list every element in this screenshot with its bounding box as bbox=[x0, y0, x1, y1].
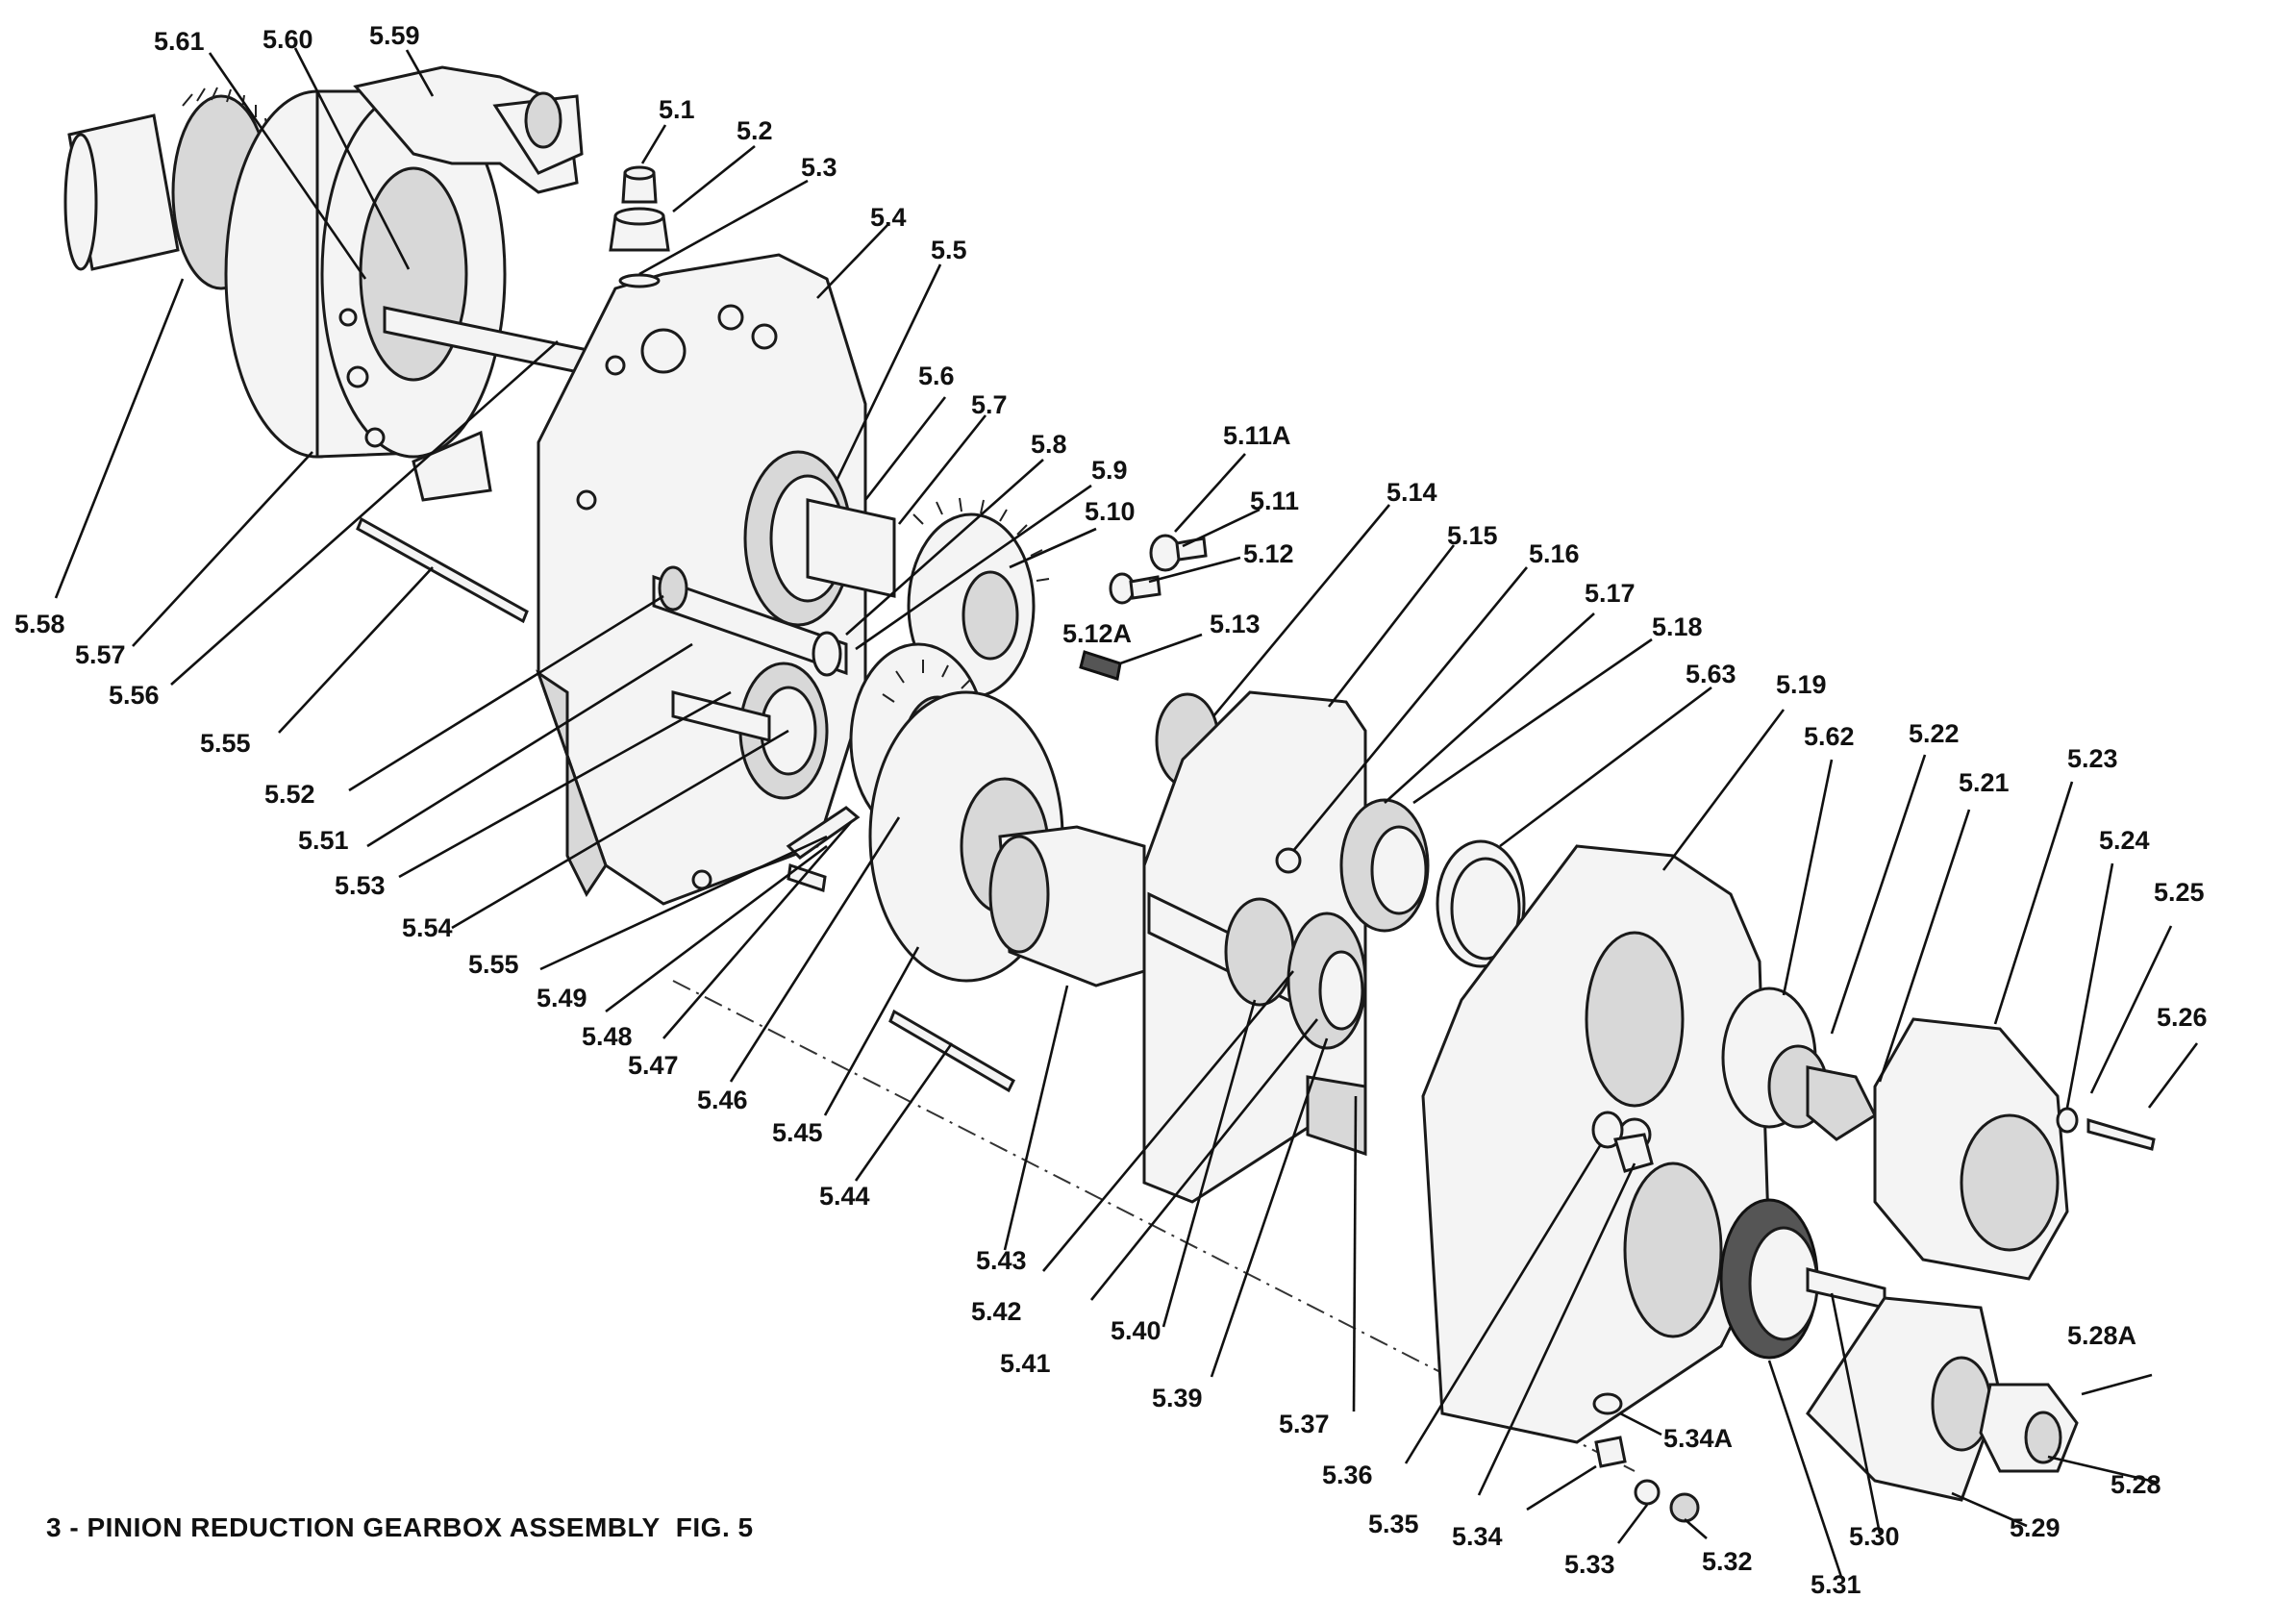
callout-5-12: 5.12 bbox=[1243, 539, 1294, 568]
callout-5-61: 5.61 bbox=[154, 27, 205, 56]
callout-5-55-lower: 5.55 bbox=[468, 950, 519, 979]
callout-5-16: 5.16 bbox=[1529, 539, 1580, 568]
filler-plug-stack-part bbox=[609, 165, 670, 288]
output-end-cap-part bbox=[1806, 1296, 2079, 1502]
drain-plug-parts bbox=[1592, 1392, 1700, 1523]
callout-5-35: 5.35 bbox=[1368, 1510, 1419, 1538]
callout-5-43: 5.43 bbox=[976, 1246, 1027, 1275]
callout-5-21: 5.21 bbox=[1959, 768, 2010, 797]
callout-5-11: 5.11 bbox=[1250, 487, 1299, 515]
lay-shaft-part bbox=[652, 565, 848, 677]
callout-5-36: 5.36 bbox=[1322, 1461, 1373, 1489]
callout-5-17: 5.17 bbox=[1585, 579, 1636, 608]
callout-5-34A: 5.34A bbox=[1663, 1424, 1733, 1453]
callout-5-31: 5.31 bbox=[1811, 1570, 1861, 1599]
callout-5-48: 5.48 bbox=[582, 1022, 633, 1051]
callout-labels: 5.61 5.60 5.59 5.1 5.2 5.3 5.4 5.5 5.6 5… bbox=[14, 21, 2208, 1599]
callout-5-9: 5.9 bbox=[1091, 456, 1128, 485]
callout-5-18: 5.18 bbox=[1652, 612, 1703, 641]
callout-5-2: 5.2 bbox=[737, 116, 773, 145]
callout-5-12A: 5.12A bbox=[1062, 619, 1132, 648]
upper-bracket-part bbox=[353, 65, 584, 502]
callout-5-28A: 5.28A bbox=[2067, 1321, 2136, 1350]
callout-5-5: 5.5 bbox=[931, 236, 967, 264]
output-seal-part bbox=[1719, 1198, 1886, 1360]
callout-5-32: 5.32 bbox=[1702, 1547, 1753, 1576]
callout-5-33: 5.33 bbox=[1564, 1550, 1615, 1579]
callout-5-10: 5.10 bbox=[1085, 497, 1136, 526]
callout-5-8: 5.8 bbox=[1031, 430, 1067, 459]
callout-5-14: 5.14 bbox=[1386, 478, 1437, 507]
upper-bearing-part bbox=[743, 450, 896, 627]
callout-5-3: 5.3 bbox=[801, 153, 837, 182]
callout-5-7: 5.7 bbox=[971, 390, 1008, 419]
callout-5-54: 5.54 bbox=[402, 913, 453, 942]
cap-washer-part bbox=[2056, 1107, 2079, 1134]
callout-5-56: 5.56 bbox=[109, 681, 160, 710]
callout-5-59: 5.59 bbox=[369, 21, 420, 50]
illustration bbox=[63, 65, 2156, 1523]
callout-5-53: 5.53 bbox=[335, 871, 386, 900]
callout-5-57: 5.57 bbox=[75, 640, 126, 669]
callout-5-37: 5.37 bbox=[1279, 1410, 1330, 1438]
callout-5-49: 5.49 bbox=[537, 984, 587, 1012]
bearing-rings-part bbox=[1275, 798, 1526, 968]
callout-5-51: 5.51 bbox=[298, 826, 349, 855]
callout-5-34: 5.34 bbox=[1452, 1522, 1503, 1551]
stud-upper-part bbox=[356, 516, 529, 624]
output-hub-part bbox=[988, 825, 1146, 987]
callout-5-25: 5.25 bbox=[2154, 878, 2205, 907]
small-fittings-part bbox=[1079, 534, 1208, 681]
callout-5-40: 5.40 bbox=[1111, 1316, 1161, 1345]
callout-5-63: 5.63 bbox=[1686, 660, 1736, 688]
callout-5-11A: 5.11A bbox=[1223, 421, 1291, 450]
callout-5-24: 5.24 bbox=[2099, 826, 2150, 855]
callout-5-23: 5.23 bbox=[2067, 744, 2118, 773]
callout-5-19: 5.19 bbox=[1776, 670, 1827, 699]
callout-5-15: 5.15 bbox=[1447, 521, 1498, 550]
case-nut-part bbox=[1591, 1111, 1654, 1173]
callout-5-62: 5.62 bbox=[1804, 722, 1855, 751]
callout-5-39: 5.39 bbox=[1152, 1384, 1203, 1412]
leader-lines bbox=[54, 47, 2199, 1578]
rear-cap-part bbox=[1873, 1017, 2069, 1281]
callout-5-52: 5.52 bbox=[264, 780, 315, 809]
callout-5-30: 5.30 bbox=[1849, 1522, 1900, 1551]
callout-5-46: 5.46 bbox=[697, 1086, 748, 1114]
callout-5-47: 5.47 bbox=[628, 1051, 679, 1080]
callout-5-22: 5.22 bbox=[1909, 719, 1960, 748]
callout-5-55-upper: 5.55 bbox=[200, 729, 251, 758]
callout-5-45: 5.45 bbox=[772, 1118, 823, 1147]
callout-5-28: 5.28 bbox=[2111, 1470, 2161, 1499]
callout-5-1: 5.1 bbox=[659, 95, 695, 124]
cap-bolt-part bbox=[2086, 1117, 2156, 1151]
callout-5-42: 5.42 bbox=[971, 1297, 1022, 1326]
figure-caption: 3 - PINION REDUCTION GEARBOX ASSEMBLY FI… bbox=[46, 1512, 754, 1542]
callout-5-60: 5.60 bbox=[262, 25, 313, 54]
shaft-bearings-part bbox=[1147, 891, 1367, 1157]
callout-5-4: 5.4 bbox=[870, 203, 907, 232]
callout-5-44: 5.44 bbox=[819, 1182, 870, 1211]
rear-seal-nut-part bbox=[1721, 987, 1877, 1141]
callout-5-26: 5.26 bbox=[2157, 1003, 2208, 1032]
stud-lower-part bbox=[888, 1009, 1015, 1093]
callout-5-29: 5.29 bbox=[2010, 1513, 2061, 1542]
callout-5-13: 5.13 bbox=[1210, 610, 1261, 638]
callout-5-6: 5.6 bbox=[918, 362, 955, 390]
callout-5-41: 5.41 bbox=[1000, 1349, 1051, 1378]
callout-5-58: 5.58 bbox=[14, 610, 65, 638]
pinion-shaft-part bbox=[63, 87, 271, 290]
